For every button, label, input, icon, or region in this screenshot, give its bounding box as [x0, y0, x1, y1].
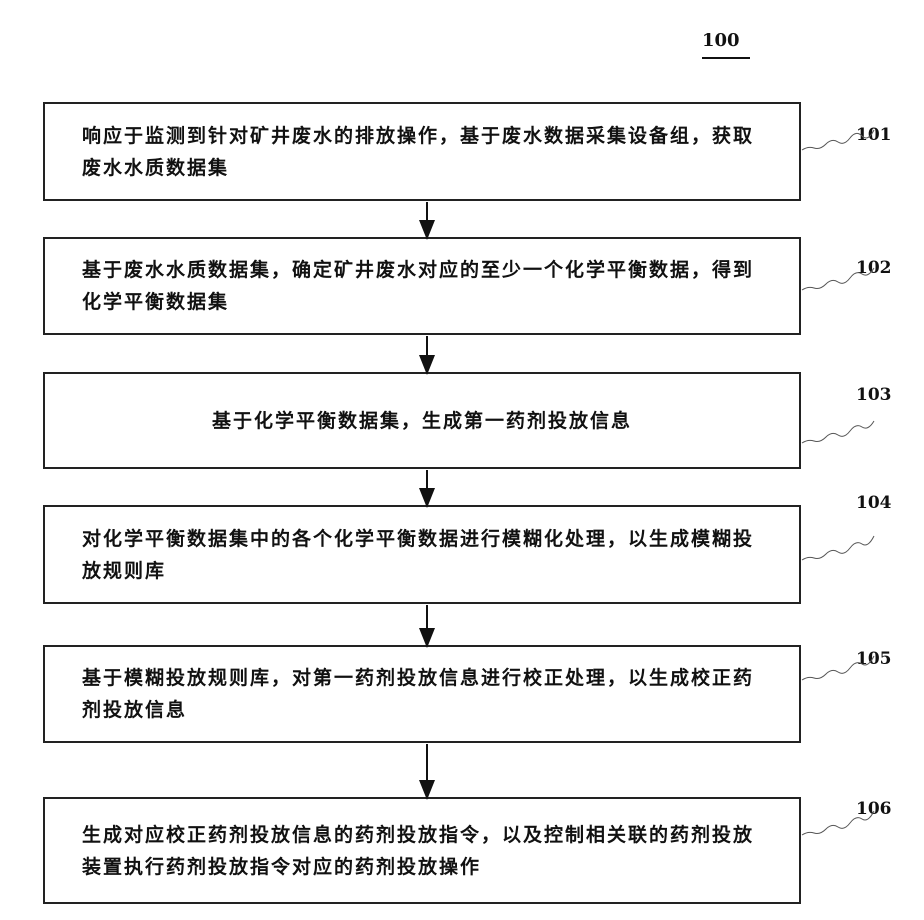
- figure-label-underline: [702, 57, 750, 59]
- step-box-105: 基于模糊投放规则库，对第一药剂投放信息进行校正处理，以生成校正药剂投放信息: [43, 645, 801, 743]
- step-text-103: 基于化学平衡数据集，生成第一药剂投放信息: [82, 405, 762, 437]
- step-number-103: 103: [856, 385, 892, 405]
- step-number-105: 105: [856, 649, 892, 669]
- step-text-106: 生成对应校正药剂投放信息的药剂投放指令，以及控制相关联的药剂投放装置执行药剂投放…: [82, 819, 762, 883]
- step-text-105: 基于模糊投放规则库，对第一药剂投放信息进行校正处理，以生成校正药剂投放信息: [82, 662, 762, 726]
- step-text-102: 基于废水水质数据集，确定矿井废水对应的至少一个化学平衡数据，得到化学平衡数据集: [82, 254, 762, 318]
- step-text-101: 响应于监测到针对矿井废水的排放操作，基于废水数据采集设备组，获取废水水质数据集: [82, 120, 762, 184]
- step-box-101: 响应于监测到针对矿井废水的排放操作，基于废水数据采集设备组，获取废水水质数据集: [43, 102, 801, 201]
- step-box-106: 生成对应校正药剂投放信息的药剂投放指令，以及控制相关联的药剂投放装置执行药剂投放…: [43, 797, 801, 904]
- figure-label: 100: [702, 30, 740, 51]
- step-number-102: 102: [856, 258, 892, 278]
- leader-line-104: [802, 536, 874, 560]
- leader-line-103: [802, 421, 874, 443]
- step-box-103: 基于化学平衡数据集，生成第一药剂投放信息: [43, 372, 801, 469]
- step-box-104: 对化学平衡数据集中的各个化学平衡数据进行模糊化处理，以生成模糊投放规则库: [43, 505, 801, 604]
- step-number-101: 101: [856, 125, 892, 145]
- step-number-106: 106: [856, 799, 892, 819]
- step-text-104: 对化学平衡数据集中的各个化学平衡数据进行模糊化处理，以生成模糊投放规则库: [82, 523, 762, 587]
- step-number-104: 104: [856, 493, 892, 513]
- step-box-102: 基于废水水质数据集，确定矿井废水对应的至少一个化学平衡数据，得到化学平衡数据集: [43, 237, 801, 335]
